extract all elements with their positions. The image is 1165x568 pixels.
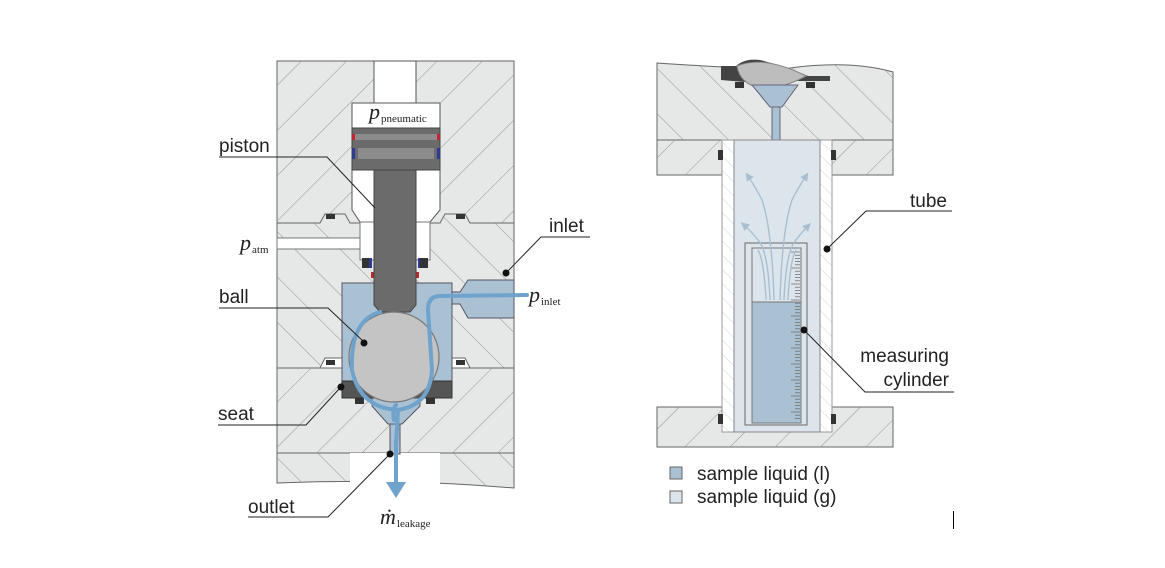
seal: [456, 360, 465, 365]
gas-flow-lines: [740, 172, 811, 301]
label-ball: ball: [219, 287, 368, 347]
seal: [326, 214, 335, 219]
m-leakage-symbol: ṁleakage: [380, 504, 431, 530]
valve-figure: piston ball seat outlet inlet ppneumatic: [218, 60, 590, 530]
piston-label: piston: [219, 136, 270, 157]
ball-label: ball: [219, 287, 249, 308]
measuring-label-line2: cylinder: [884, 370, 950, 391]
leakage-arrow-head: [386, 482, 406, 498]
liquid-level: [751, 301, 802, 424]
top-bore: [373, 60, 417, 104]
legend: sample liquid (l) sample liquid (g): [669, 464, 836, 508]
label-outlet: outlet: [248, 450, 394, 518]
label-inlet: inlet: [502, 216, 590, 277]
piston-head: [351, 127, 441, 171]
legend-swatch-liquid: [669, 466, 683, 480]
measuring-label-line1: measuring: [860, 346, 949, 367]
p-pneumatic-symbol: ppneumatic: [367, 99, 427, 125]
flow-path: [349, 293, 529, 447]
legend-label-liquid: sample liquid (l): [697, 464, 830, 485]
atm-channel: [276, 237, 363, 250]
seat-label: seat: [218, 404, 255, 425]
text-cursor: [953, 511, 954, 529]
cylinder-scale: [791, 251, 800, 419]
tube-label: tube: [910, 191, 947, 212]
seal: [326, 360, 335, 365]
piston-rod: [373, 169, 417, 313]
seal: [456, 214, 465, 219]
measuring-cylinder: [744, 242, 808, 426]
label-tube: tube: [823, 191, 952, 253]
inlet-label: inlet: [549, 216, 585, 237]
label-measuring-cylinder: measuring cylinder: [800, 326, 954, 393]
label-seat: seat: [218, 383, 345, 426]
top-funnel: [750, 84, 799, 108]
inlet-port: [451, 279, 515, 319]
label-piston: piston: [219, 136, 376, 209]
legend-swatch-gas: [669, 490, 683, 504]
measurement-figure: tube measuring cylinder sample liquid (l…: [656, 59, 954, 508]
p-atm-symbol: patm: [238, 230, 269, 256]
outlet-label: outlet: [248, 497, 295, 518]
p-inlet-symbol: pinlet: [527, 282, 561, 308]
ball: [348, 311, 440, 403]
legend-label-gas: sample liquid (g): [697, 487, 836, 508]
